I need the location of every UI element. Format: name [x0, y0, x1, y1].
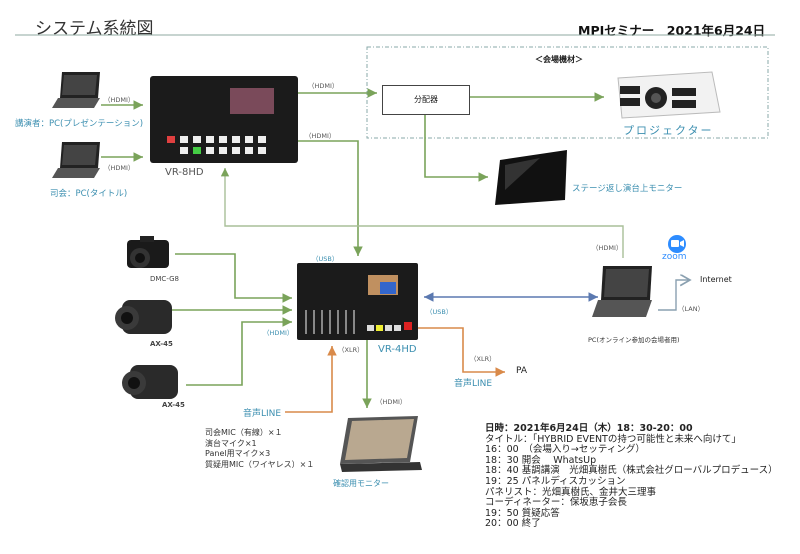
wire-audio-in	[285, 346, 337, 413]
laptop-online-icon	[592, 266, 652, 317]
mic-item: Panel用マイク×3	[205, 449, 271, 459]
stage-monitor-label: ステージ返し演台上モニター	[572, 184, 683, 194]
camera-dmcg8-icon	[127, 236, 169, 268]
camera1-label: DMC-G8	[150, 275, 179, 283]
wire-audio-pa	[418, 327, 505, 377]
camera-ax45-1-icon	[115, 300, 172, 334]
event-title: MPIセミナー 2021年6月24日	[578, 23, 766, 38]
zoom-logo-icon	[668, 235, 686, 253]
internet-label: Internet	[700, 275, 732, 284]
mic-list: 司会MIC（有線）×１ 演台マイク×1 Panel用マイク×3 質疑用MIC（ワ…	[205, 428, 314, 470]
hdmi-label: （HDMI）	[263, 329, 294, 337]
camera-ax45-2-icon	[122, 365, 178, 399]
venue-group-label: ＜会場機材＞	[535, 55, 583, 64]
hdmi-label: （HDMI）	[305, 132, 336, 140]
wire-cam3	[186, 317, 292, 386]
wire-lan	[658, 280, 690, 311]
schedule-item: 18：40 基調講演 光畑真樹氏（株式会社グローバルプロデュース）	[485, 465, 778, 477]
check-monitor-icon	[340, 416, 422, 472]
usb-label: （USB）	[312, 255, 339, 263]
camera2-label: AX-45	[150, 340, 173, 348]
vr8hd-label: VR-8HD	[165, 167, 204, 178]
stage-monitor-icon	[495, 150, 567, 205]
mic-item: 質疑用MIC（ワイヤレス）×１	[205, 459, 315, 469]
hdmi-label: （HDMI）	[308, 82, 339, 90]
schedule-item: 16：00 （会場入り→セッティング）	[485, 444, 645, 456]
splitter-box: 分配器	[382, 85, 470, 115]
hdmi-label: （HDMI）	[104, 164, 135, 172]
splitter-label: 分配器	[414, 95, 438, 104]
audio-line-label: 音声LINE	[243, 409, 282, 419]
schedule-item: 19：25 パネルディスカッション	[485, 475, 626, 487]
schedule-item: 19：50 質疑応答	[485, 507, 560, 519]
schedule-item: パネリスト：光畑真樹氏、金井大三理事	[485, 486, 657, 498]
page-title: システム系統図	[35, 19, 154, 39]
vr4hd-icon	[297, 263, 418, 340]
mc-pc-label: 司会：PC(タイトル)	[50, 189, 128, 199]
xlr-label: （XLR）	[470, 355, 496, 363]
hdmi-label: （HDMI）	[376, 398, 407, 406]
online-pc-label: PC(オンライン参加の会場者用)	[588, 336, 680, 344]
laptop-presenter-icon	[52, 72, 100, 108]
wire-pc-vr8hd	[220, 168, 624, 258]
schedule-item: コーディネーター：保坂恵子会長	[485, 497, 627, 509]
schedule-item: 20：00 終了	[485, 518, 541, 530]
vr8hd-icon	[150, 76, 298, 163]
camera3-label: AX-45	[162, 401, 185, 409]
projector-label: プロジェクター	[623, 124, 714, 137]
usb-label: （USB）	[426, 308, 453, 316]
schedule-item: 18：30 開会 WhatsUp	[485, 454, 597, 466]
vr4hd-label: VR-4HD	[378, 344, 417, 355]
mic-item: 司会MIC（有線）×１	[205, 428, 283, 437]
lan-label: （LAN）	[678, 305, 705, 313]
schedule-date: 日時：2021年6月24日（木）18：30-20：00	[485, 423, 693, 434]
pa-label: PA	[516, 366, 528, 376]
schedule-item: タイトル：「HYBRID EVENTの持つ可能性と未来へ向けて」	[485, 433, 741, 445]
laptop-mc-icon	[52, 142, 100, 178]
xlr-label: （XLR）	[338, 346, 364, 354]
mic-item: 演台マイク×1	[205, 438, 257, 448]
schedule: 日時：2021年6月24日（木）18：30-20：00 タイトル：「HYBRID…	[485, 423, 778, 530]
hdmi-label: （HDMI）	[104, 96, 135, 104]
wire-vr8hd-vr4hd	[298, 140, 363, 256]
presenter-pc-label: 講演者：PC(プレゼンテーション)	[15, 119, 144, 129]
wire-splitter-monitor	[424, 113, 488, 182]
audio-line-label: 音声LINE	[454, 379, 493, 389]
wire-cam1	[175, 253, 292, 303]
hdmi-label: （HDMI）	[592, 244, 623, 252]
check-monitor-label: 確認用モニター	[333, 479, 389, 488]
zoom-label: zoom	[662, 252, 687, 262]
projector-icon	[617, 71, 721, 119]
